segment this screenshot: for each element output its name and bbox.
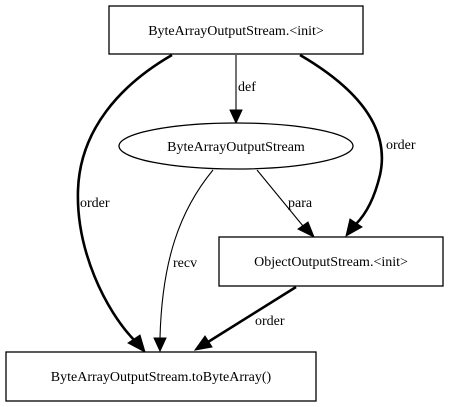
edge-def-label: def (238, 80, 256, 95)
edge-recv-label: recv (173, 256, 197, 271)
edge-def: def (229, 55, 256, 125)
edge-order-right-arrowhead (345, 218, 363, 237)
node-bytearrayoutputstream-init-label: ByteArrayOutputStream.<init> (148, 24, 324, 39)
node-bytearrayoutputstream-init: ByteArrayOutputStream.<init> (108, 5, 364, 55)
edge-order-left-label: order (80, 196, 110, 211)
edge-order-left-arrowhead (127, 334, 146, 353)
edge-def-arrowhead (229, 109, 243, 125)
edge-order-bottom: order (193, 285, 297, 351)
edge-order-right: order (299, 53, 416, 237)
node-tobytearray-label: ByteArrayOutputStream.toByteArray() (51, 370, 272, 385)
edge-order-left-line (76, 53, 173, 342)
edge-para: para (256, 169, 315, 239)
edge-order-right-line (299, 53, 384, 225)
node-tobytearray-box (5, 351, 317, 402)
node-bytearrayoutputstream-label: ByteArrayOutputStream (167, 140, 305, 155)
edge-order-left: order (76, 53, 173, 353)
node-bytearrayoutputstream: ByteArrayOutputStream (118, 122, 354, 170)
edge-recv-line (159, 169, 214, 339)
node-tobytearray: ByteArrayOutputStream.toByteArray() (5, 351, 317, 402)
edge-order-bottom-label: order (255, 314, 285, 329)
edge-para-line (256, 169, 304, 227)
edge-order-right-label: order (386, 138, 416, 153)
node-bytearrayoutputstream-init-box (108, 5, 364, 55)
edge-recv-arrowhead (153, 337, 167, 353)
node-objectoutputstream-init: ObjectOutputStream.<init> (218, 236, 444, 287)
edge-para-arrowhead (297, 221, 315, 239)
edge-para-label: para (288, 196, 313, 211)
node-bytearrayoutputstream-ellipse (118, 122, 354, 170)
node-objectoutputstream-init-label: ObjectOutputStream.<init> (254, 255, 408, 270)
edge-order-bottom-arrowhead (193, 335, 213, 351)
node-objectoutputstream-init-box (218, 236, 444, 287)
edge-recv: recv (153, 169, 214, 353)
edge-order-bottom-line (207, 285, 297, 344)
